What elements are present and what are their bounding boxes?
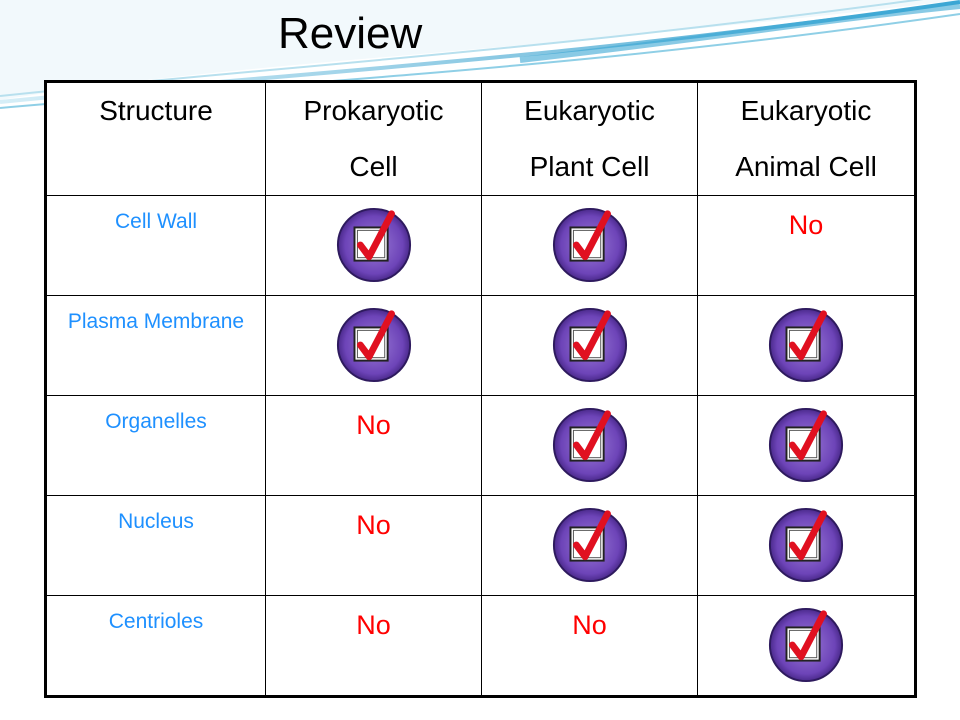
cell-animal xyxy=(697,394,916,496)
cell-plant xyxy=(481,294,698,396)
header-plant: Eukaryotic Plant Cell xyxy=(481,81,698,196)
checkbox-checkmark-icon xyxy=(552,307,627,383)
header-prokaryotic-line1: Prokaryotic xyxy=(303,95,444,126)
no-value: No xyxy=(356,509,391,540)
header-structure: Structure xyxy=(45,81,266,196)
header-prokaryotic-line2: Cell xyxy=(349,151,398,182)
cell-prokaryotic: No xyxy=(265,594,482,698)
header-plant-line1: Eukaryotic xyxy=(524,95,655,126)
table-row: Nucleus No xyxy=(45,494,916,596)
cell-plant xyxy=(481,494,698,596)
header-animal: Eukaryotic Animal Cell xyxy=(697,81,916,196)
header-plant-line2: Plant Cell xyxy=(529,151,650,182)
checkbox-checkmark-icon xyxy=(336,207,411,283)
page-title: Review xyxy=(278,9,423,58)
cell-animal xyxy=(697,494,916,596)
cell-plant xyxy=(481,195,698,296)
cell-animal xyxy=(697,594,916,698)
cell-prokaryotic xyxy=(265,294,482,396)
table-header-row: Structure Prokaryotic Cell Eukaryotic Pl… xyxy=(45,81,916,196)
header-prokaryotic: Prokaryotic Cell xyxy=(265,81,482,196)
cell-plant: No xyxy=(481,594,698,698)
cell-animal xyxy=(697,294,916,396)
table-row: Organelles No xyxy=(45,394,916,496)
cell-plant xyxy=(481,394,698,496)
checkbox-checkmark-icon xyxy=(768,507,844,582)
table-row: Centrioles No No xyxy=(45,594,916,698)
checkbox-checkmark-icon xyxy=(768,607,844,682)
checkbox-checkmark-icon xyxy=(552,207,627,283)
cell-animal: No xyxy=(697,195,916,296)
structure-label: Cell Wall xyxy=(45,195,266,296)
structure-label: Nucleus xyxy=(45,494,266,596)
header-structure-label: Structure xyxy=(99,95,213,126)
checkbox-checkmark-icon xyxy=(552,507,627,582)
table-row: Plasma Membrane xyxy=(45,294,916,396)
checkbox-checkmark-icon xyxy=(552,407,627,482)
header-animal-line1: Eukaryotic xyxy=(740,95,872,126)
checkbox-checkmark-icon xyxy=(336,307,411,383)
checkbox-checkmark-icon xyxy=(768,407,844,482)
structure-label: Plasma Membrane xyxy=(45,294,266,396)
table-row: Cell Wall No xyxy=(45,195,916,296)
structure-label: Centrioles xyxy=(45,594,266,698)
cell-prokaryotic xyxy=(265,195,482,296)
cell-prokaryotic: No xyxy=(265,394,482,496)
checkbox-checkmark-icon xyxy=(768,307,844,383)
comparison-table: Structure Prokaryotic Cell Eukaryotic Pl… xyxy=(44,80,917,698)
header-animal-line2: Animal Cell xyxy=(735,151,877,182)
structure-label: Organelles xyxy=(45,394,266,496)
no-value: No xyxy=(788,210,824,240)
no-value: No xyxy=(356,409,391,440)
no-value: No xyxy=(356,609,391,640)
no-value: No xyxy=(572,609,607,640)
cell-prokaryotic: No xyxy=(265,494,482,596)
